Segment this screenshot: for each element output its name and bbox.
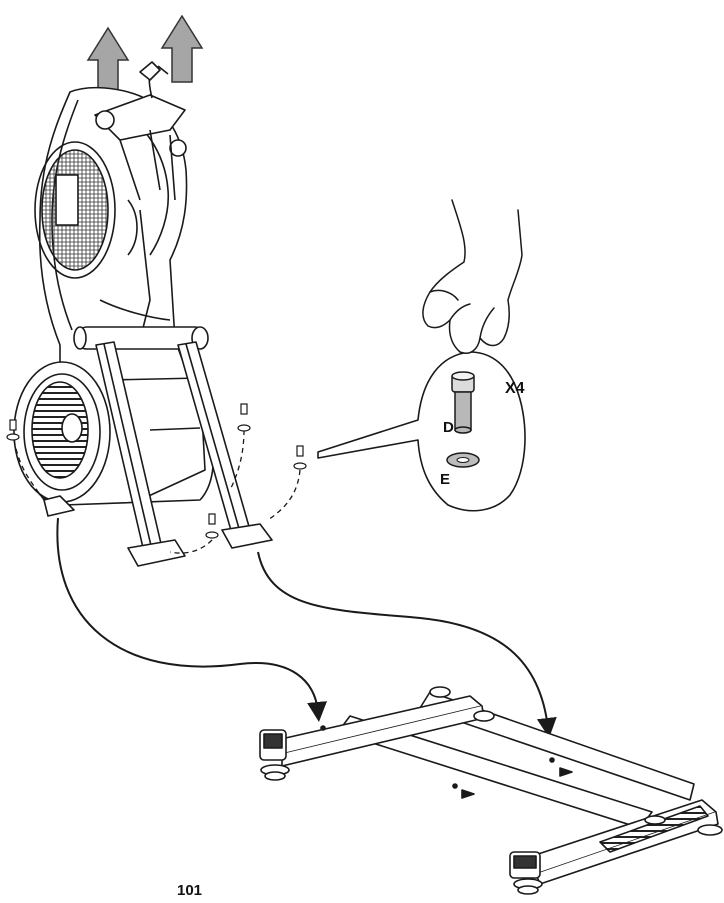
page-number: 101 — [177, 882, 202, 899]
callout-bubble — [317, 351, 526, 512]
bolt-icon — [6, 403, 307, 539]
hand-icon — [422, 199, 523, 354]
callout-bolt-icon — [451, 371, 475, 434]
placement-arrows — [56, 517, 557, 738]
lift-arrow-right-icon — [160, 14, 204, 83]
callout-washer-icon — [446, 452, 480, 468]
machine-body — [13, 61, 215, 517]
lift-arrow-left-icon — [86, 26, 130, 93]
bolt-letter-label: D — [443, 419, 454, 436]
washer-letter-label: E — [440, 471, 450, 488]
quantity-label: X4 — [505, 380, 525, 397]
base-frame — [259, 686, 723, 895]
bolt-guides — [13, 429, 301, 554]
